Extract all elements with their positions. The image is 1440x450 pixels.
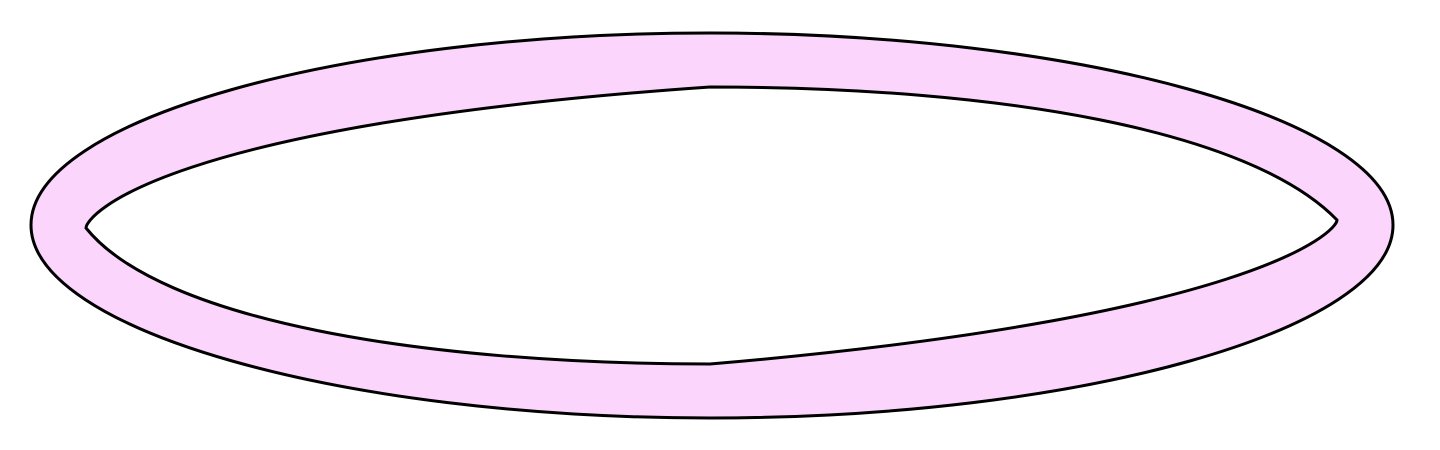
- ring-band: [29, 31, 1395, 420]
